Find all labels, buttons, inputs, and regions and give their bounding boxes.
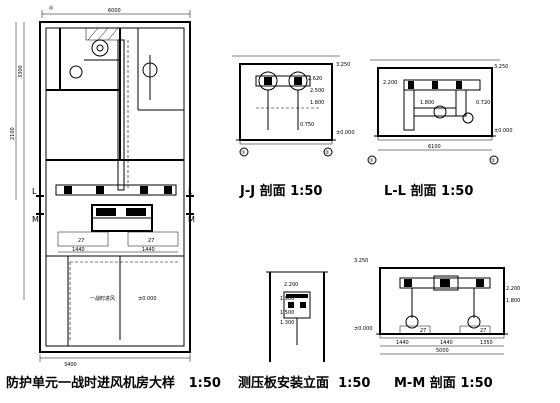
mm-dim-1: 1440 [396, 340, 409, 346]
caption-mm-title: M-M 剖面 [394, 376, 456, 391]
mm-elev-4: ±0.000 [354, 326, 373, 332]
section-mm: 27 27 3.250 2.200 1.800 ±0.000 1440 1440… [354, 258, 520, 355]
ll-elev-4: 0.720 [476, 100, 490, 106]
jj-axis-2: ② [325, 150, 330, 156]
mm-dim-2: 1440 [440, 340, 453, 346]
caption-plan-scale: 1:50 [188, 376, 221, 391]
jj-elev-2: 2.620 [308, 76, 322, 82]
jj-axis-1: ① [241, 150, 246, 156]
plan-dim-left-2: 2100 [10, 127, 16, 140]
caption-pressure-board: 测压板安装立面 1:50 [238, 372, 370, 391]
section-ll: 3.250 2.200 1.800 0.720 ±0.000 6100 ① ② [367, 59, 513, 165]
plan-label-room: 一战时进风 [90, 295, 115, 302]
caption-ll-title: L-L 剖面 [384, 184, 437, 199]
ll-elev-1: 3.250 [494, 64, 508, 70]
caption-plan-title: 防护单元一战时进风机房大样 [6, 376, 176, 391]
jj-elev-1: 3.250 [336, 62, 350, 68]
plan-label-elev: ±0.000 [138, 296, 157, 302]
jj-elev-4: 1.800 [310, 100, 324, 106]
caption-ll-scale: 1:50 [441, 184, 474, 199]
pb-elev-2: 1.900 [280, 296, 294, 302]
plan-dim-bottom: 3400 [64, 362, 77, 368]
ll-elev-5: ±0.000 [494, 128, 513, 134]
pressure-board-elevation: 2.200 1.900 1.500 1.300 [266, 271, 328, 362]
jj-elev-6: ±0.000 [336, 130, 355, 136]
caption-section-mm: M-M 剖面 1:50 [394, 372, 493, 391]
plan-dim-left-1: 3300 [18, 65, 24, 78]
ll-dim-bottom: 6100 [428, 144, 441, 150]
ll-elev-3: 1.800 [420, 100, 434, 106]
caption-mm-scale: 1:50 [460, 376, 493, 391]
ventilation-room-plan: 6000 ◎ 3300 2100 [10, 5, 195, 368]
plan-mark-l-left: L [32, 187, 37, 196]
plan-label-27-b: 27 [148, 238, 154, 244]
pb-elev-4: 1.300 [280, 320, 294, 326]
caption-pb-scale: 1:50 [338, 376, 371, 391]
pb-elev-3: 1.500 [280, 310, 294, 316]
mm-label-27-b: 27 [480, 328, 486, 334]
jj-elev-5: 0.750 [300, 122, 314, 128]
caption-jj-scale: 1:50 [290, 184, 323, 199]
svg-text:◎: ◎ [49, 5, 54, 11]
caption-section-ll: L-L 剖面 1:50 [384, 180, 473, 199]
mm-elev-2: 2.200 [506, 286, 520, 292]
plan-mark-m-right: M [188, 215, 195, 224]
mm-elev-1: 3.250 [354, 258, 368, 264]
plan-label-27-a: 27 [78, 238, 84, 244]
mm-dim-3: 1350 [480, 340, 493, 346]
plan-label-1440-b: 1440 [142, 247, 155, 253]
section-jj: 3.250 2.620 2.500 1.800 0.750 ±0.000 ① ② [232, 55, 355, 157]
mm-label-27-a: 27 [420, 328, 426, 334]
mm-elev-3: 1.800 [506, 298, 520, 304]
ll-axis-1: ① [369, 158, 374, 164]
caption-section-jj: J-J 剖面 1:50 [240, 180, 322, 199]
caption-pb-title: 测压板安装立面 [238, 376, 330, 391]
mm-dim-total: 5000 [436, 348, 449, 354]
pb-elev-1: 2.200 [284, 282, 298, 288]
plan-label-1440-a: 1440 [72, 247, 85, 253]
caption-plan-detail: 防护单元一战时进风机房大样 1:50 [6, 372, 221, 391]
plan-dim-top: 6000 [108, 8, 121, 14]
jj-elev-3: 2.500 [310, 88, 324, 94]
ll-elev-2: 2.200 [383, 80, 397, 86]
plan-mark-l-right: L [188, 187, 193, 196]
caption-jj-title: J-J 剖面 [240, 184, 286, 199]
plan-mark-m-left: M [32, 215, 39, 224]
ll-axis-2: ② [491, 158, 496, 164]
